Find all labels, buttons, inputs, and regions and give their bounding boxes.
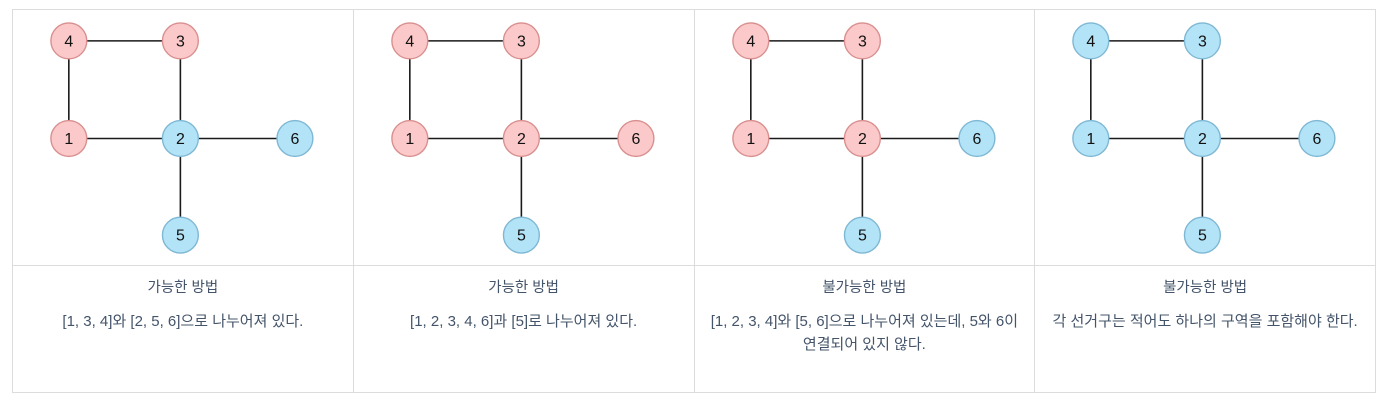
caption-body: [1, 3, 4]와 [2, 5, 6]으로 나누어져 있다. (62, 313, 304, 331)
graph-node-5[interactable]: 5 (161, 216, 200, 254)
graph-node-1[interactable]: 1 (390, 119, 429, 158)
graph-cell-4: 1 2 3 4 5 6 (1035, 10, 1375, 266)
caption-body: [1, 2, 3, 4, 6]과 [5]로 나누어져 있다. (410, 313, 638, 331)
caption-title: 가능한 방법 (488, 280, 559, 296)
graph-node-label-4: 4 (1087, 33, 1096, 50)
graph-cell-3: 1 2 3 4 5 6 (694, 10, 1035, 266)
graph-node-2[interactable]: 2 (161, 119, 200, 158)
graph-node-circle-6 (1298, 119, 1336, 158)
graph-node-label-5: 5 (1198, 228, 1207, 245)
graph-node-label-6: 6 (291, 131, 300, 148)
caption-body: [1, 2, 3, 4]와 [5, 6]으로 나누어져 있는데, 5와 6이 연… (710, 313, 1019, 353)
graph-node-label-4: 4 (405, 33, 414, 50)
graph-cell-2: 1 2 3 4 5 6 (353, 10, 694, 266)
graph-node-label-2: 2 (176, 131, 185, 148)
graph-node-6[interactable]: 6 (276, 119, 314, 158)
caption-body: 각 선거구는 적어도 하나의 구역을 포함해야 한다. (1052, 313, 1358, 331)
graph-node-4[interactable]: 4 (731, 22, 769, 60)
graph-node-circle-2 (161, 119, 200, 158)
graph-node-circle-3 (502, 22, 540, 60)
graph-node-label-2: 2 (1198, 131, 1207, 148)
graph-node-circle-5 (843, 216, 881, 254)
graph-node-circle-6 (276, 119, 314, 158)
graph-node-label-6: 6 (1313, 131, 1322, 148)
graph-cell-1: 1 2 3 4 5 6 (13, 10, 353, 266)
graph-node-circle-4 (1072, 22, 1110, 60)
graph-diagram: 1 2 3 4 5 6 (1072, 22, 1336, 254)
panel-grid: 1 2 3 4 5 6 가능한 방법 [1, 3, 4]와 [2, 5, 6]으로 나누어져 … (12, 9, 1376, 393)
example-panel-2: 1 2 3 4 5 6 가능한 방법 [1, 2, 3, 4, 6]과 [5]로 나누어져 있… (353, 10, 695, 393)
example-panel-3: 1 2 3 4 5 6 불가능한 방법 [1, 2, 3, 4]와 [5, 6]으로 나누어져… (694, 10, 1036, 393)
graph-node-label-2: 2 (857, 131, 866, 148)
caption-cell-2: 가능한 방법 [1, 2, 3, 4, 6]과 [5]로 나누어져 있다. (353, 266, 694, 392)
graph-node-label-3: 3 (857, 33, 866, 50)
graph-node-6[interactable]: 6 (617, 119, 655, 158)
caption-title: 불가능한 방법 (1163, 280, 1248, 296)
graph-node-label-2: 2 (517, 131, 526, 148)
graph-node-circle-1 (50, 119, 88, 158)
graph-node-circle-4 (390, 22, 429, 60)
caption-title: 불가능한 방법 (822, 280, 907, 296)
graph-node-label-3: 3 (1198, 33, 1207, 50)
graph-node-label-1: 1 (1087, 131, 1096, 148)
graph-diagram: 1 2 3 4 5 6 (50, 22, 314, 254)
graph-node-label-6: 6 (972, 131, 981, 148)
caption-cell-3: 불가능한 방법 [1, 2, 3, 4]와 [5, 6]으로 나누어져 있는데, … (694, 266, 1035, 392)
graph-node-label-5: 5 (857, 228, 866, 245)
graph-node-2[interactable]: 2 (502, 119, 540, 158)
graph-node-label-4: 4 (746, 33, 755, 50)
graph-node-circle-4 (731, 22, 769, 60)
graph-diagram: 1 2 3 4 5 6 (390, 22, 655, 254)
example-panel-1: 1 2 3 4 5 6 가능한 방법 [1, 3, 4]와 [2, 5, 6]으로 나누어져 … (13, 10, 354, 393)
graph-node-3[interactable]: 3 (1184, 22, 1222, 60)
graph-node-circle-3 (843, 22, 881, 60)
graph-node-label-3: 3 (176, 33, 185, 50)
graph-node-label-6: 6 (631, 131, 640, 148)
graph-node-5[interactable]: 5 (843, 216, 881, 254)
graph-node-3[interactable]: 3 (161, 22, 200, 60)
graph-node-5[interactable]: 5 (1184, 216, 1222, 254)
graph-node-4[interactable]: 4 (390, 22, 429, 60)
graph-node-5[interactable]: 5 (502, 216, 540, 254)
graph-node-label-4: 4 (64, 33, 73, 50)
caption-title: 가능한 방법 (147, 280, 219, 296)
graph-node-4[interactable]: 4 (50, 22, 88, 60)
graph-node-2[interactable]: 2 (843, 119, 881, 158)
graph-node-circle-1 (731, 119, 769, 158)
graph-node-4[interactable]: 4 (1072, 22, 1110, 60)
graph-node-circle-5 (1184, 216, 1222, 254)
graph-node-circle-3 (161, 22, 200, 60)
graph-node-circle-5 (161, 216, 200, 254)
graph-node-circle-2 (502, 119, 540, 158)
graph-node-1[interactable]: 1 (731, 119, 769, 158)
graph-node-label-1: 1 (405, 131, 414, 148)
graph-node-circle-3 (1184, 22, 1222, 60)
graph-node-label-3: 3 (517, 33, 526, 50)
graph-node-3[interactable]: 3 (843, 22, 881, 60)
graph-node-circle-6 (617, 119, 655, 158)
caption-cell-1: 가능한 방법 [1, 3, 4]와 [2, 5, 6]으로 나누어져 있다. (13, 266, 353, 392)
graph-diagram: 1 2 3 4 5 6 (731, 22, 996, 254)
graph-node-2[interactable]: 2 (1184, 119, 1222, 158)
graph-node-label-1: 1 (64, 131, 73, 148)
graph-node-label-1: 1 (746, 131, 755, 148)
graph-node-1[interactable]: 1 (50, 119, 88, 158)
graph-node-circle-6 (957, 119, 996, 158)
graph-node-label-5: 5 (176, 228, 185, 245)
graph-node-6[interactable]: 6 (957, 119, 996, 158)
graph-node-circle-1 (1072, 119, 1110, 158)
graph-node-circle-1 (390, 119, 429, 158)
graph-node-3[interactable]: 3 (502, 22, 540, 60)
graph-node-circle-5 (502, 216, 540, 254)
graph-node-circle-2 (1184, 119, 1222, 158)
graph-node-circle-4 (50, 22, 88, 60)
graph-node-circle-2 (843, 119, 881, 158)
graph-node-6[interactable]: 6 (1298, 119, 1336, 158)
graph-node-label-5: 5 (517, 228, 526, 245)
graph-node-1[interactable]: 1 (1072, 119, 1110, 158)
